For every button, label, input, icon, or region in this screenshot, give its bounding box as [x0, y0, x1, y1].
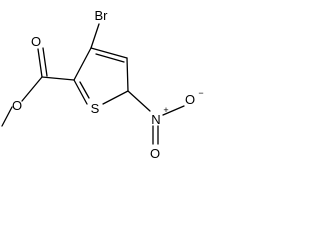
- bond-ester-o-methyl: [1, 106, 13, 127]
- bond-c5-n: [127, 90, 151, 112]
- oxygen-charge-label: −: [198, 88, 203, 98]
- bond-s-c2: [73, 79, 88, 105]
- bond-c4-c5: [126, 57, 129, 92]
- bond-c3-c4: [90, 47, 128, 59]
- nitro-oxygen-minus-label: O: [185, 92, 195, 107]
- nitro-oxygen-label: O: [150, 146, 160, 161]
- bond-carbonyl-ester-o: [21, 76, 43, 102]
- bond-c2-s-inner: [79, 81, 90, 99]
- ester-oxygen-label: O: [12, 98, 22, 113]
- carbonyl-oxygen-label: O: [31, 34, 41, 49]
- nitrogen-charge-label: +: [163, 105, 168, 115]
- bond-c2-carbonyl: [41, 76, 75, 81]
- sulfur-label: S: [91, 101, 100, 116]
- bond-n-o-minus: [162, 105, 185, 116]
- chemical-structure: Br S O O N + O O −: [1, 8, 204, 161]
- bond-carbonyl-o-double-b: [42, 47, 48, 77]
- bond-c3-c4-inner: [95, 53, 125, 63]
- nitrogen-label: N: [151, 112, 160, 127]
- bond-c5-s: [102, 90, 129, 105]
- bromine-label: Br: [95, 8, 109, 23]
- bond-c3-c2: [73, 47, 92, 81]
- bond-carbonyl-o-double-a: [37, 48, 43, 78]
- bond-c3-br: [90, 23, 100, 49]
